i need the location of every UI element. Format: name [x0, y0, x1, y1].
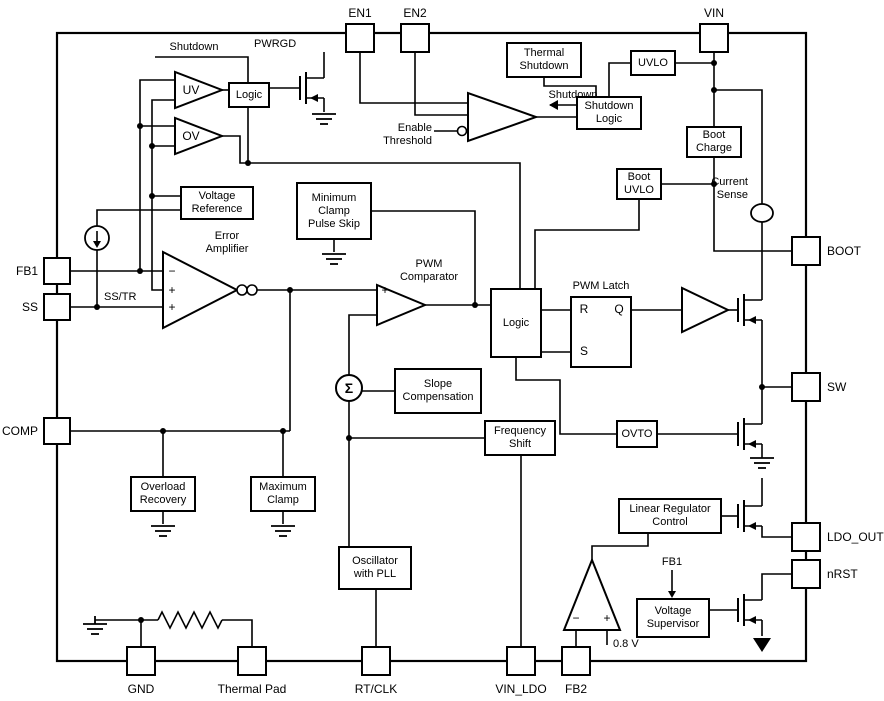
pin-en1 — [345, 23, 375, 53]
pin-fb1 — [43, 257, 71, 285]
pin-label-vin: VIN — [703, 6, 724, 20]
label-enable-threshold: Enable Threshold — [383, 122, 432, 147]
pwm-comparator-triangle — [376, 283, 428, 327]
pin-nrst — [791, 559, 821, 589]
junction-dots — [94, 60, 765, 623]
resistor-symbol — [157, 610, 223, 630]
power-ground-triangle — [753, 638, 771, 652]
label-fb1-supervisor: FB1 — [661, 556, 683, 568]
pin-en2 — [400, 23, 430, 53]
pwm-plus-sign: + — [381, 283, 389, 297]
ldo-minus-sign: − — [572, 610, 580, 625]
pin-boot — [791, 236, 821, 266]
enable-comparator — [467, 91, 540, 143]
ov-comparator-label: OV — [182, 128, 200, 143]
label-pwm-comparator: PWM Comparator — [399, 258, 459, 283]
label-ldo-reference: 0.8 V — [613, 638, 639, 650]
latch-q-label: Q — [614, 302, 624, 316]
ov-comparator — [174, 116, 225, 156]
label-current-sense: Current Sense — [711, 176, 748, 201]
enable-comparator-bubble — [456, 125, 468, 137]
block-uvlo: UVLO — [630, 50, 676, 76]
block-voltage-supervisor: Voltage Supervisor — [636, 598, 710, 638]
pin-label-en1: EN1 — [348, 6, 372, 20]
pin-label-fb2: FB2 — [564, 682, 587, 696]
error-amplifier-opamp — [162, 250, 240, 330]
current-source-symbol — [84, 225, 110, 251]
shutdown-arrow — [549, 100, 558, 110]
highside-mosfet — [728, 294, 762, 326]
ea-plus-sign-1: + — [168, 282, 176, 297]
block-oscillator-with-pll: Oscillator with PLL — [338, 546, 412, 590]
pin-label-thermal-pad: Thermal Pad — [217, 682, 287, 696]
gate-driver-triangle — [681, 286, 731, 334]
pin-label-boot: BOOT — [827, 244, 862, 258]
block-boot-charge: Boot Charge — [686, 126, 742, 158]
pin-label-sw: SW — [827, 380, 847, 394]
ovto-mosfet — [737, 418, 762, 450]
ldo-plus-sign: + — [603, 610, 611, 625]
block-boot-uvlo: Boot UVLO — [616, 168, 662, 200]
pin-label-ss: SS — [21, 300, 38, 314]
pin-vin-ldo — [506, 646, 536, 676]
block-thermal-shutdown: Thermal Shutdown — [506, 42, 582, 78]
label-pwrgd: PWRGD — [254, 38, 297, 50]
pin-gnd — [126, 646, 156, 676]
label-shutdown-signal: Shutdown — [548, 89, 598, 101]
pin-thermal-pad — [237, 646, 267, 676]
pin-label-gnd: GND — [127, 682, 155, 696]
ground-symbols — [83, 113, 774, 635]
block-slope-compensation: Slope Compensation — [394, 368, 482, 414]
pin-label-fb1: FB1 — [15, 264, 38, 278]
pin-label-rt-clk: RT/CLK — [354, 682, 398, 696]
ea-output-circles — [236, 284, 258, 296]
chip-boundary — [55, 31, 808, 663]
pin-sw — [791, 372, 821, 402]
pin-vin — [699, 23, 729, 53]
ea-minus-sign: − — [168, 263, 176, 278]
sigma-symbol: Σ — [344, 380, 354, 396]
pin-fb2 — [561, 646, 591, 676]
label-error-amplifier: Error Amplifier — [205, 230, 249, 255]
latch-s-label: S — [579, 344, 588, 358]
label-pwm-latch: PWM Latch — [572, 280, 630, 292]
block-voltage-reference: Voltage Reference — [180, 186, 254, 220]
ldo-error-amplifier — [562, 557, 622, 631]
label-shutdown-top: Shutdown — [169, 41, 219, 53]
block-minimum-clamp-pulse-skip: Minimum Clamp Pulse Skip — [296, 182, 372, 240]
ea-plus-sign-2: + — [168, 299, 176, 314]
pin-ss — [43, 293, 71, 321]
block-logic-main: Logic — [490, 288, 542, 358]
block-overload-recovery: Overload Recovery — [130, 476, 196, 512]
fb1-arrow — [668, 591, 676, 598]
block-pwm-latch — [570, 296, 632, 368]
block-maximum-clamp: Maximum Clamp — [250, 476, 316, 512]
pin-comp — [43, 417, 71, 445]
block-linear-regulator-control: Linear Regulator Control — [618, 498, 722, 534]
latch-r-label: R — [579, 302, 589, 316]
nrst-mosfet — [737, 594, 762, 626]
uv-comparator — [174, 70, 225, 110]
pin-label-vin-ldo: VIN_LDO — [495, 682, 547, 696]
pin-ldo-out — [791, 522, 821, 552]
wires — [71, 52, 791, 646]
ldo-pass-mosfet — [737, 500, 762, 532]
pin-label-nrst: nRST — [827, 567, 858, 581]
pin-label-ldo-out: LDO_OUT — [827, 530, 884, 544]
pin-rt-clk — [361, 646, 391, 676]
pin-label-en2: EN2 — [403, 6, 427, 20]
pwrgd-mosfet — [299, 72, 324, 104]
current-sense-ellipse — [750, 203, 774, 223]
uv-comparator-label: UV — [182, 82, 200, 97]
pin-label-comp: COMP — [2, 424, 38, 438]
summing-junction — [335, 374, 363, 402]
block-shutdown-logic: Shutdown Logic — [576, 96, 642, 130]
block-ovto: OVTO — [616, 420, 658, 448]
block-frequency-shift: Frequency Shift — [484, 420, 556, 456]
block-logic-top: Logic — [228, 82, 270, 108]
label-ss-tr: SS/TR — [104, 291, 137, 303]
